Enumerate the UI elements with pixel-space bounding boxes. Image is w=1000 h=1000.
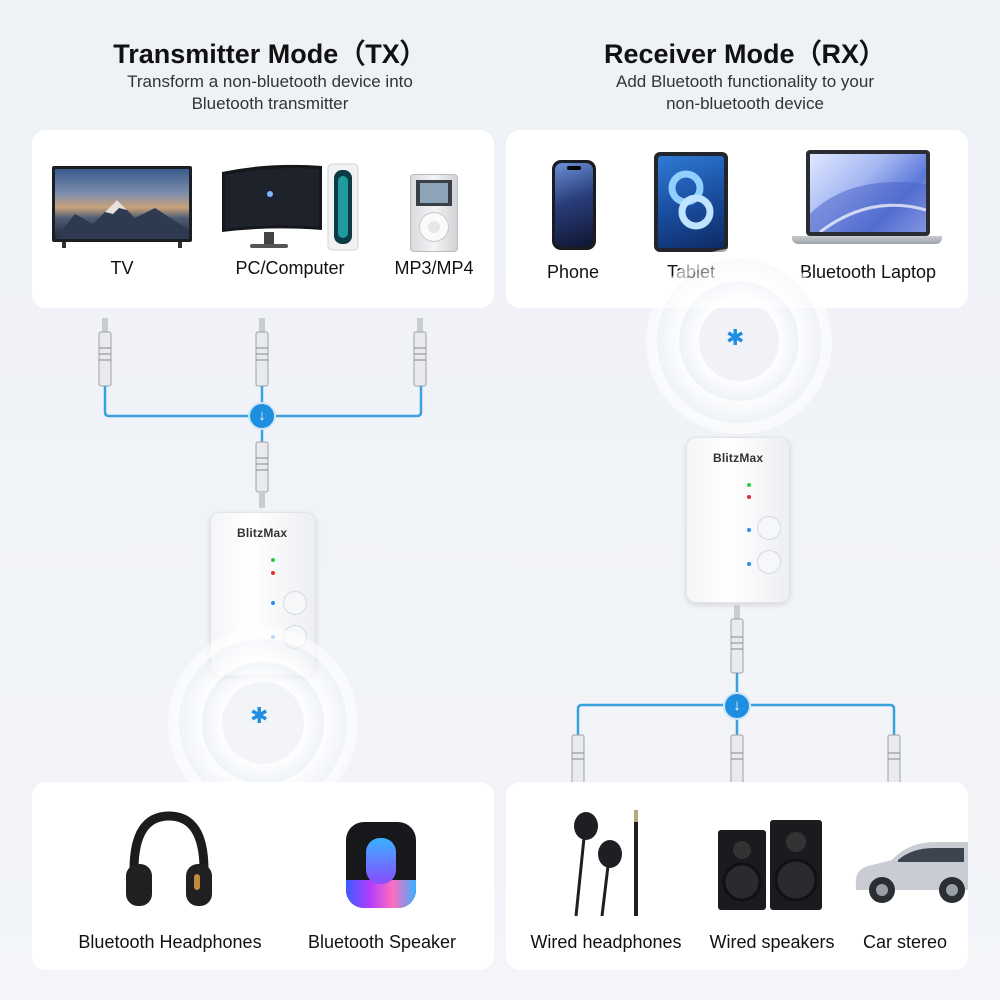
output-label-wired-speakers: Wired speakers bbox=[709, 932, 835, 952]
headphones-image bbox=[126, 811, 212, 906]
tx-subtitle-line1: Transform a non-bluetooth device into bbox=[127, 72, 413, 91]
green-led bbox=[747, 483, 751, 487]
source-label-laptop: Bluetooth Laptop bbox=[799, 262, 937, 282]
device-button[interactable] bbox=[284, 592, 306, 614]
rx-cable-diagram bbox=[571, 605, 901, 801]
wired-speakers-image bbox=[718, 820, 822, 910]
device-button[interactable] bbox=[758, 551, 780, 573]
phone-image bbox=[552, 160, 596, 250]
blue-led bbox=[271, 601, 275, 605]
rx-subtitle-line2: non-bluetooth device bbox=[666, 94, 824, 113]
pc-image bbox=[220, 160, 360, 254]
wired-headphones-image bbox=[574, 810, 638, 917]
speaker-image bbox=[346, 822, 416, 908]
source-label-tv: TV bbox=[110, 258, 134, 278]
tx-subtitle: Transform a non-bluetooth device into Bl… bbox=[40, 71, 500, 115]
mp3-image bbox=[410, 174, 458, 252]
car-image bbox=[855, 842, 968, 903]
blue-led bbox=[747, 562, 751, 566]
red-led bbox=[271, 571, 275, 575]
rx-subtitle-line1: Add Bluetooth functionality to your bbox=[616, 72, 874, 91]
rx-subtitle: Add Bluetooth functionality to your non-… bbox=[515, 71, 975, 115]
rx-bluetooth-icon: ✱ bbox=[726, 326, 745, 351]
tx-title: Transmitter Mode（TX） bbox=[113, 39, 427, 69]
green-led bbox=[271, 558, 275, 562]
red-led bbox=[747, 495, 751, 499]
device-button[interactable] bbox=[758, 517, 780, 539]
source-label-mp3: MP3/MP4 bbox=[394, 258, 474, 278]
tx-device-brand: BlitzMax bbox=[237, 526, 288, 540]
tx-subtitle-line2: Bluetooth transmitter bbox=[191, 94, 349, 113]
rx-bluetooth-waves bbox=[646, 248, 832, 434]
tx-hub-arrow-down-icon: ↓ bbox=[250, 404, 274, 428]
laptop-image bbox=[792, 150, 942, 254]
tablet-image bbox=[654, 152, 728, 252]
tx-output-card: Bluetooth Headphones Bluetooth Speaker bbox=[32, 782, 494, 970]
tx-bluetooth-icon: ✱ bbox=[250, 704, 269, 729]
tv-image bbox=[52, 166, 192, 248]
jack-connector-icon bbox=[98, 318, 112, 387]
source-label-pc: PC/Computer bbox=[235, 258, 345, 278]
tx-source-card: TV PC/Computer MP3/MP4 bbox=[32, 130, 494, 308]
output-label-car-stereo: Car stereo bbox=[862, 932, 948, 952]
rx-blitzmax-device: BlitzMax bbox=[686, 437, 790, 603]
output-label-bt-speaker: Bluetooth Speaker bbox=[307, 932, 457, 952]
output-label-bt-headphones: Bluetooth Headphones bbox=[78, 932, 262, 952]
rx-output-card: Wired headphones Wired speakers Car ster… bbox=[506, 782, 968, 970]
rx-device-brand: BlitzMax bbox=[713, 451, 764, 465]
output-label-wired-headphones: Wired headphones bbox=[530, 932, 682, 952]
source-label-phone: Phone bbox=[546, 262, 600, 282]
rx-title: Receiver Mode（RX） bbox=[603, 39, 887, 69]
rx-hub-arrow-down-icon: ↓ bbox=[725, 694, 749, 718]
blue-led bbox=[747, 528, 751, 532]
